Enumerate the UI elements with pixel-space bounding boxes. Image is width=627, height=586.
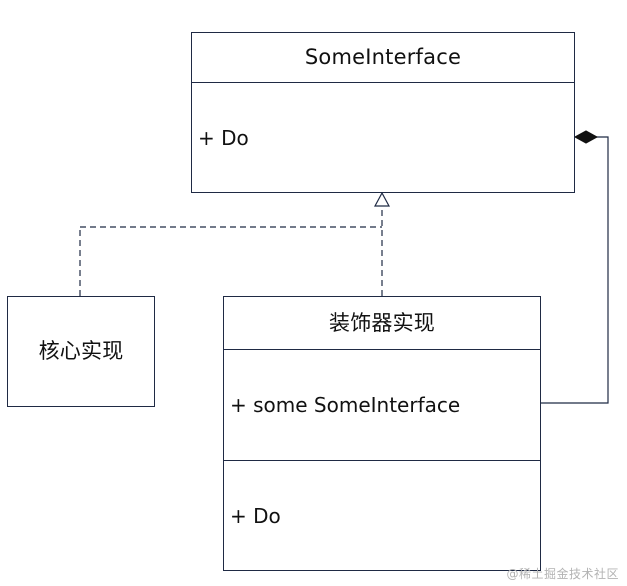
interface-class-name: SomeInterface (304, 45, 462, 69)
decorator-operation-do: + Do (224, 460, 540, 570)
decorator-class-name: 装饰器实现 (329, 310, 435, 335)
interface-class-box: SomeInterface + Do (191, 32, 575, 193)
composition-line (540, 136, 609, 404)
watermark: @稀土掘金技术社区 (506, 567, 619, 581)
realization-arrowhead (373, 191, 391, 207)
core-implementation-box: 核心实现 (7, 296, 155, 407)
decorator-attribute-some: + some SomeInterface (224, 349, 540, 460)
interface-operation-do: + Do (192, 82, 574, 192)
decorator-class-box: 装饰器实现 + some SomeInterface + Do (223, 296, 541, 571)
composition-diamond (573, 130, 599, 144)
core-implementation-name: 核心实现 (38, 339, 124, 363)
